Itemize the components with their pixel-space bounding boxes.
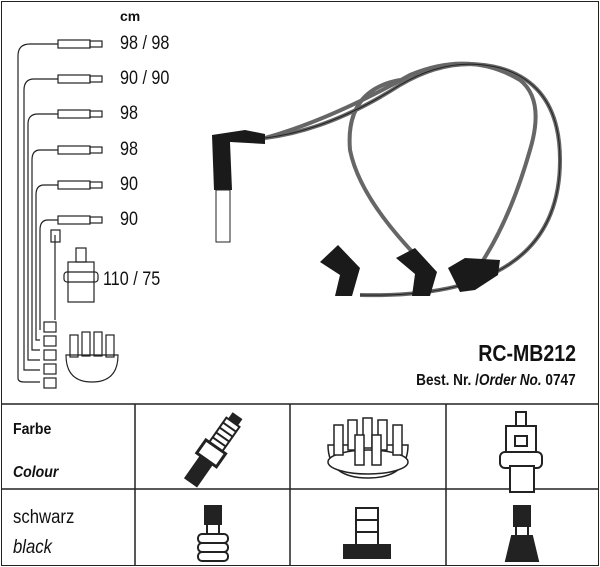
order-prefix: Best. Nr. xyxy=(416,372,472,389)
length-label: 98 / 98 xyxy=(120,33,170,54)
plug-boot-straight-icon xyxy=(197,505,229,562)
table-grid xyxy=(1,403,598,565)
order-label: Order No. xyxy=(479,372,542,389)
length-label: 90 xyxy=(120,174,138,195)
length-label: 98 xyxy=(120,103,138,124)
product-code: RC-MB212 xyxy=(478,340,576,366)
length-label: 90 / 90 xyxy=(120,68,170,89)
ignition-cable-drawing xyxy=(212,61,563,298)
length-label: 110 / 75 xyxy=(103,269,161,290)
wire-set-schematic xyxy=(17,39,119,389)
length-label: 90 xyxy=(120,209,138,230)
color-german: schwarz xyxy=(13,507,75,528)
color-english: black xyxy=(13,537,53,558)
header-farbe: Farbe xyxy=(13,421,52,438)
connector-rows xyxy=(57,39,103,225)
spark-plug-icon xyxy=(183,412,243,488)
coil-boot-icon xyxy=(504,505,540,562)
order-separator: / xyxy=(475,372,480,389)
ignition-coil-icon xyxy=(499,411,543,493)
unit-label: cm xyxy=(120,8,141,24)
cap-boot-icon xyxy=(343,507,391,559)
header-colour: Colour xyxy=(13,464,59,481)
order-number: 0747 xyxy=(545,372,576,389)
length-label: 98 xyxy=(120,139,138,160)
order-number-line: Best. Nr. /Order No. 0747 xyxy=(416,372,576,390)
distributor-cap-icon xyxy=(327,417,409,479)
